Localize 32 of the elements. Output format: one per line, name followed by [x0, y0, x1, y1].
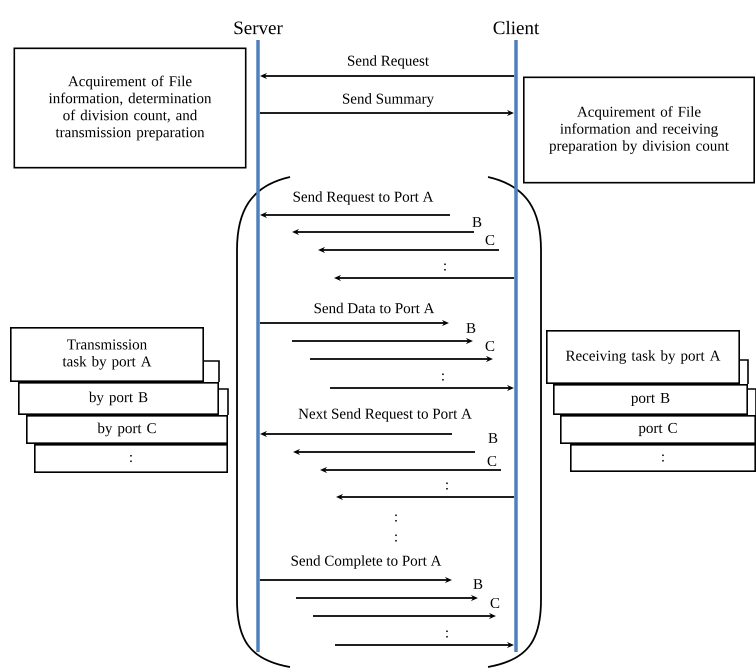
port-label: C — [486, 340, 494, 352]
edge-label: Send Data to Port A — [312, 302, 436, 314]
port-label: C — [486, 234, 494, 246]
edge-label: : — [440, 372, 446, 382]
task-box: : — [34, 444, 228, 473]
info-box: Acquirement of File information, determination of division count, and transmission preparation — [14, 48, 246, 168]
port-label: B — [472, 217, 482, 227]
port-label: : — [395, 534, 397, 542]
info-box: Acquirement of File information and receiving preparation by division count — [523, 76, 755, 184]
port-label: B — [466, 323, 476, 333]
port-label: : — [395, 514, 397, 522]
port-label: B — [488, 433, 498, 443]
task-box: by port C — [26, 415, 228, 444]
task-box: Receiving task by port A — [546, 330, 740, 384]
edge-label: Send Summary — [340, 92, 436, 108]
port-label: C — [488, 456, 496, 466]
node-label: Client — [494, 20, 540, 34]
edge-label: : — [444, 481, 450, 491]
task-box: Transmission task by port A — [10, 327, 204, 382]
edge-label: : — [442, 262, 448, 272]
edge-label: : — [444, 629, 450, 639]
edge-label: Send Request — [346, 54, 430, 70]
node-label: Server — [234, 22, 283, 34]
edge-label: Send Request to Port A — [292, 190, 434, 206]
task-box: port C — [560, 415, 756, 444]
port-label: C — [490, 598, 500, 608]
task-box: by port B — [18, 382, 219, 415]
task-box: port B — [553, 384, 748, 415]
task-box: : — [570, 444, 756, 472]
edge-label: Next Send Request to Port A — [297, 407, 473, 423]
edge-label: Send Complete to Port A — [290, 554, 442, 570]
port-label: B — [473, 579, 482, 589]
